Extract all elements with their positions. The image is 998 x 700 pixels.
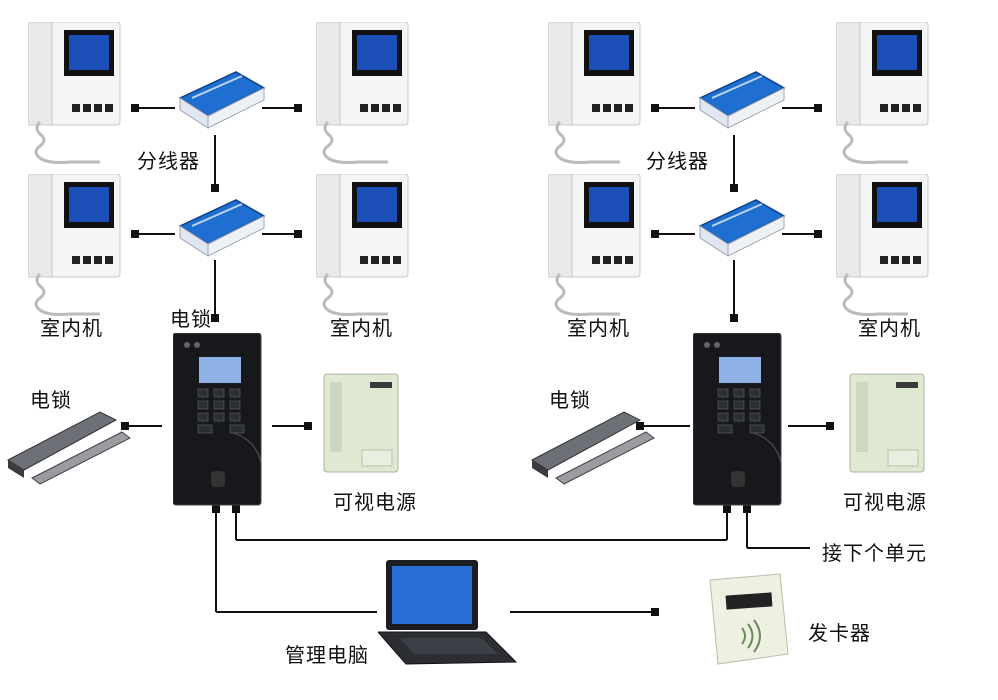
indoor-monitor-icon	[28, 22, 122, 164]
video-power-label: 可视电源	[843, 490, 927, 514]
indoor-monitor-icon	[548, 22, 642, 164]
magnetic-lock-icon	[530, 411, 655, 485]
video-power-label: 可视电源	[333, 490, 417, 514]
indoor-unit-label: 室内机	[40, 316, 103, 340]
splitter-label: 分线器	[137, 149, 200, 173]
next-unit-label: 接下个单元	[822, 541, 927, 565]
management-pc-label: 管理电脑	[285, 643, 369, 667]
indoor-unit-label: 室内机	[330, 316, 393, 340]
electric-lock-label: 电锁	[170, 307, 212, 331]
door-panel-icon	[693, 333, 782, 506]
door-panel-icon	[173, 333, 262, 506]
indoor-unit-label: 室内机	[567, 316, 630, 340]
splitter-label: 分线器	[646, 149, 709, 173]
indoor-monitor-icon	[316, 22, 410, 164]
indoor-monitor-icon	[548, 174, 642, 316]
card-issuer-label: 发卡器	[808, 621, 871, 645]
card-reader-icon	[709, 573, 789, 665]
splitter-icon	[699, 199, 785, 257]
indoor-monitor-icon	[316, 174, 410, 316]
indoor-monitor-icon	[28, 174, 122, 316]
laptop-icon	[378, 560, 518, 665]
electric-lock-label: 电锁	[549, 388, 591, 412]
splitter-icon	[179, 71, 265, 129]
indoor-monitor-icon	[836, 22, 930, 164]
magnetic-lock-icon	[6, 411, 131, 485]
electric-lock-label: 电锁	[30, 388, 72, 412]
splitter-icon	[179, 199, 265, 257]
power-supply-icon	[323, 373, 399, 473]
indoor-unit-label: 室内机	[858, 316, 921, 340]
indoor-monitor-icon	[836, 174, 930, 316]
splitter-icon	[699, 71, 785, 129]
power-supply-icon	[849, 373, 925, 473]
